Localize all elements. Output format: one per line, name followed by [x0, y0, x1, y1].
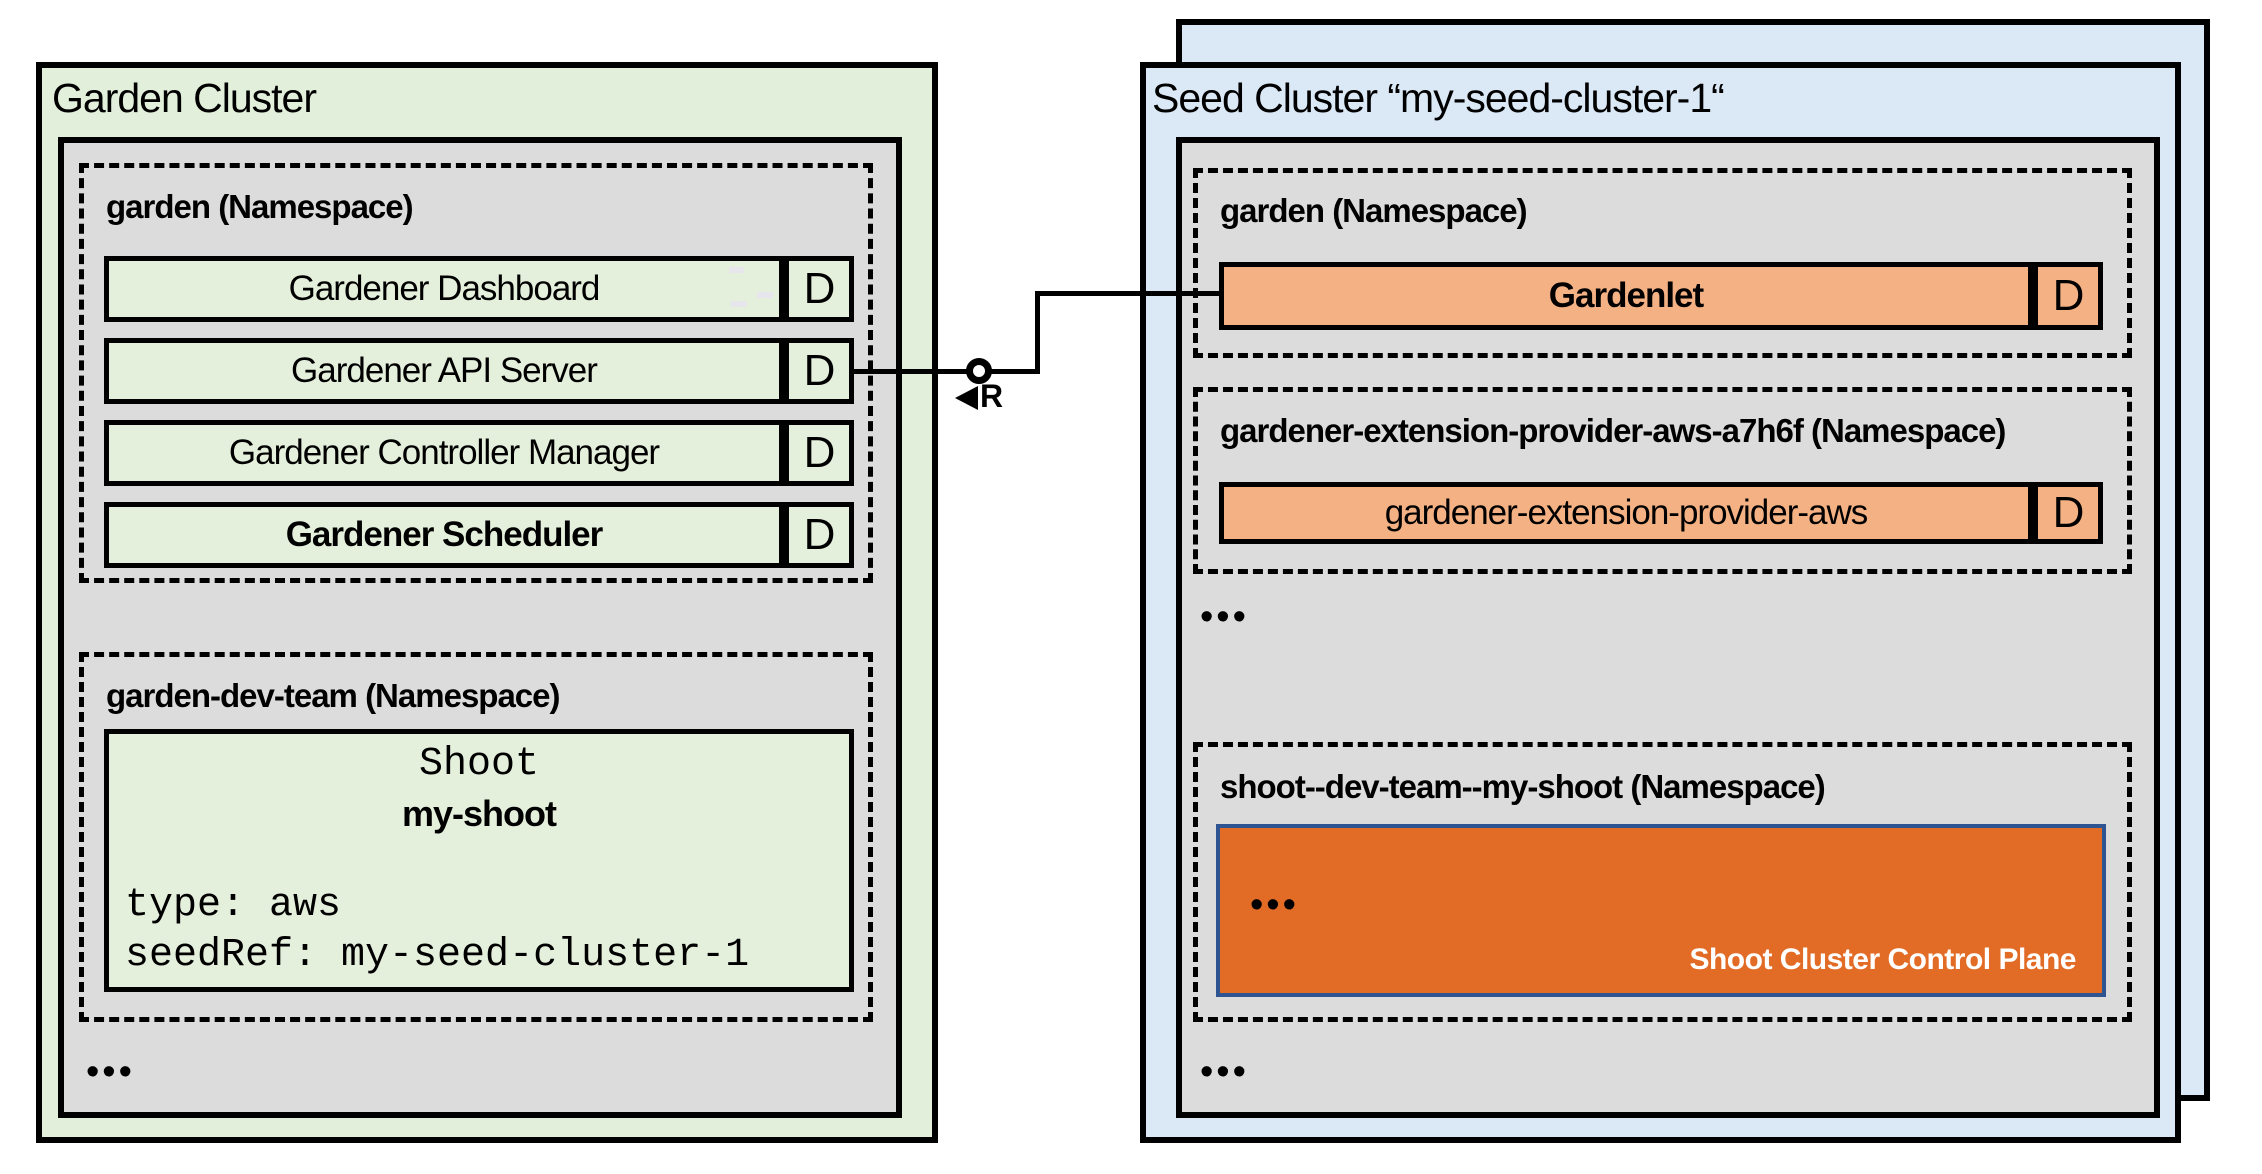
deployment-name: Gardenlet: [1548, 276, 1704, 315]
deployment-badge: D: [779, 261, 849, 317]
connector-line-horizontal-low: [854, 369, 1040, 374]
garden-cluster-title: Garden Cluster: [52, 75, 317, 121]
namespace-garden-left-label: garden (Namespace): [106, 188, 414, 225]
deployment-badge: D: [779, 507, 849, 563]
provided-interface-circle: [966, 358, 992, 384]
deployment-badge: D: [779, 343, 849, 399]
artifact-dash: [729, 267, 744, 273]
shoot-control-plane-box: ••• Shoot Cluster Control Plane: [1216, 824, 2106, 997]
shoot-resource-kind: Shoot: [418, 742, 540, 787]
seed-cluster-ellipsis-middle: •••: [1200, 596, 1249, 638]
deployment-row-gardener-api-server: Gardener API Server D: [104, 338, 854, 404]
connector-line-horizontal-top: [1035, 291, 1219, 296]
artifact-dash: [757, 292, 773, 298]
deployment-row-gardenlet: Gardenlet D: [1219, 262, 2103, 330]
namespace-shoot-dev-team-my-shoot: [1193, 742, 2132, 1022]
namespace-garden-dev-team: [79, 652, 873, 1022]
deployment-name: gardener-extension-provider-aws: [1384, 493, 1869, 532]
deployment-badge: D: [2028, 267, 2098, 325]
namespace-shoot-dev-team-my-shoot-label: shoot--dev-team--my-shoot (Namespace): [1220, 768, 1826, 805]
required-interface-arrow-icon: [955, 386, 978, 410]
deployment-name: Gardener API Server: [291, 351, 598, 390]
namespace-garden-dev-team-label: garden-dev-team (Namespace): [106, 677, 560, 714]
shoot-resource-spec: type: aws seedRef: my-seed-cluster-1: [125, 881, 849, 982]
control-plane-ellipsis: •••: [1250, 884, 1299, 926]
deployment-name: Gardener Dashboard: [288, 269, 601, 308]
deployment-row-extension-provider-aws: gardener-extension-provider-aws D: [1219, 482, 2103, 544]
seed-cluster-ellipsis-bottom: •••: [1200, 1051, 1249, 1093]
namespace-garden-right-label: garden (Namespace): [1220, 192, 1528, 229]
garden-cluster-ellipsis: •••: [86, 1051, 135, 1093]
connector-label-r: R: [980, 378, 1004, 414]
deployment-name: Gardener Scheduler: [285, 515, 604, 554]
shoot-resource-name: my-shoot: [402, 793, 557, 834]
deployment-row-gardener-scheduler: Gardener Scheduler D: [104, 502, 854, 568]
shoot-spec-type: type: aws: [125, 883, 342, 928]
namespace-garden-right: [1193, 168, 2132, 358]
deployment-row-gardener-dashboard: Gardener Dashboard D: [104, 256, 854, 322]
shoot-resource-box: Shoot my-shoot type: aws seedRef: my-seed…: [104, 729, 854, 992]
deployment-row-gardener-controller-manager: Gardener Controller Manager D: [104, 420, 854, 486]
artifact-dash: [731, 301, 747, 307]
connector-line-vertical: [1035, 291, 1040, 374]
seed-cluster-title: Seed Cluster “my-seed-cluster-1“: [1152, 75, 1725, 121]
deployment-name: Gardener Controller Manager: [228, 433, 660, 472]
shoot-spec-seedref: seedRef: my-seed-cluster-1: [125, 933, 750, 979]
deployment-badge: D: [779, 425, 849, 481]
deployment-badge: D: [2028, 487, 2098, 539]
namespace-extension-provider: [1193, 387, 2132, 574]
namespace-extension-provider-label: gardener-extension-provider-aws-a7h6f (N…: [1220, 412, 2006, 449]
control-plane-label: Shoot Cluster Control Plane: [1689, 943, 2076, 976]
